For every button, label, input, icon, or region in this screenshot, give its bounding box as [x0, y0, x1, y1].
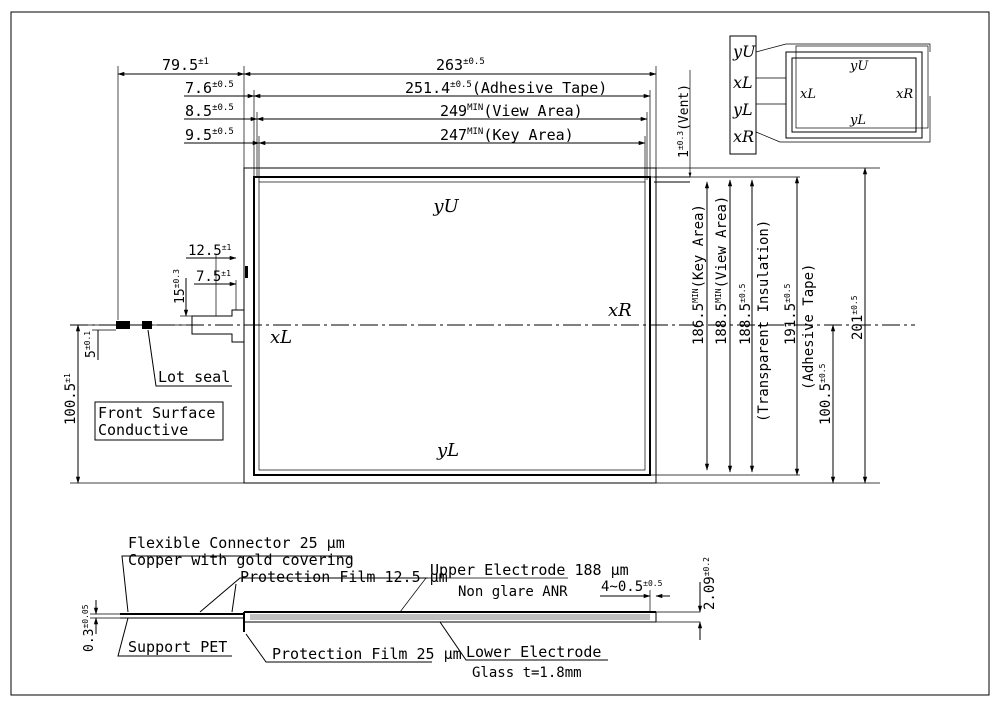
electrode-label-xl: xL [270, 327, 292, 348]
dim-key-height: 186.5MIN(Key Area) [691, 204, 707, 345]
dim-overall-height: 201±0.5 [850, 295, 866, 340]
flex-connector-label: Flexible Connector 25 µm [128, 534, 345, 552]
dim-left-half: 100.5±1 [63, 373, 79, 425]
dim-view-width: 249MIN(View Area) [440, 102, 583, 120]
flex-tail [116, 255, 248, 343]
drawing-frame [10, 11, 990, 696]
gap-dimension: 4~0.5±0.5 [601, 579, 663, 595]
electrode-label-yl: yL [436, 440, 459, 461]
cross-section: Flexible Connector 25 µm Copper with gol… [81, 534, 718, 681]
dim-adhesive-width: 251.4±0.5(Adhesive Tape) [405, 79, 607, 97]
front-surface-line2: Conductive [98, 421, 188, 439]
dim-half-height: 100.5±0.5 [818, 363, 834, 425]
dim-tail-pitch: 5±0.1 [83, 331, 99, 358]
inset-label-xr: xR [733, 127, 754, 146]
dim-insulation-label: (Transparent Insulation) [756, 220, 772, 422]
dim-insulation-height: 188.5±0.5 [738, 283, 754, 345]
lot-seal-mark [116, 321, 130, 329]
upper-electrode-label: Upper Electrode 188 µm [430, 561, 629, 579]
glass-label: Glass t=1.8mm [472, 665, 582, 681]
top-dimensions: 79.5±1 263±0.5 7.6±0.5 251.4±0.5(Adhesiv… [117, 56, 692, 320]
inset-label-xl: xL [733, 73, 753, 92]
dim-offset-adhesive: 7.6±0.5 [185, 79, 234, 97]
right-dimensions: 186.5MIN(Key Area) 188.5MIN(View Area) 1… [650, 167, 880, 484]
dim-view-height: 188.5MIN(View Area) [714, 196, 730, 345]
lower-electrode-label: Lower Electrode [466, 643, 601, 661]
front-surface-line1: Front Surface [98, 404, 215, 422]
dim-adhesive-height: 191.5±0.5 [783, 283, 799, 345]
electrode-label-xr: xR [608, 300, 632, 321]
dim-key-width: 247MIN(Key Area) [440, 126, 574, 144]
dim-tail-length: 79.5±1 [162, 56, 209, 74]
dim-offset-view: 8.5±0.5 [185, 102, 234, 120]
dim-tail-height: 15±0.3 [172, 269, 188, 304]
front-surface-note: Front Surface Conductive [94, 401, 224, 441]
inset-inner-yu: yU [849, 59, 869, 74]
non-glare-label: Non glare ANR [458, 584, 568, 600]
dim-offset-key: 9.5±0.5 [185, 126, 234, 144]
electrode-inset: yU xL yL xR yU xL xR yL [729, 35, 931, 155]
inset-label-yu: yU [732, 42, 756, 61]
inset-inner-yl: yL [849, 113, 866, 128]
dim-tail-width-outer: 12.5±1 [188, 243, 232, 259]
protection-film-top-label: Protection Film 12.5 µm [240, 568, 448, 586]
dim-tail-width-inner: 7.5±1 [196, 269, 231, 285]
flex-copper-label: Copper with gold covering [128, 551, 354, 569]
lot-seal-callout: Lot seal [147, 329, 232, 387]
inset-label-yl: yL [732, 100, 753, 119]
inset-inner-xl: xL [800, 87, 816, 102]
thickness-dimension: 2.09±0.2 [702, 557, 718, 610]
support-pet-label: Support PET [128, 638, 227, 656]
protection-film-bottom-label: Protection Film 25 µm [272, 645, 462, 663]
inset-inner-xr: xR [896, 87, 913, 102]
dim-adhesive-label: (Adhesive Tape) [801, 264, 817, 390]
lot-seal-label: Lot seal [158, 368, 230, 386]
tail-dimensions: 12.5±1 7.5±1 15±0.3 5±0.1 100.5±1 [63, 243, 244, 484]
electrode-label-yu: yU [432, 196, 459, 217]
support-thickness-dimension: 0.3±0.05 [81, 604, 97, 652]
dim-vent: 1±0.3(Vent) [676, 84, 692, 158]
dim-overall-width: 263±0.5 [436, 56, 485, 74]
